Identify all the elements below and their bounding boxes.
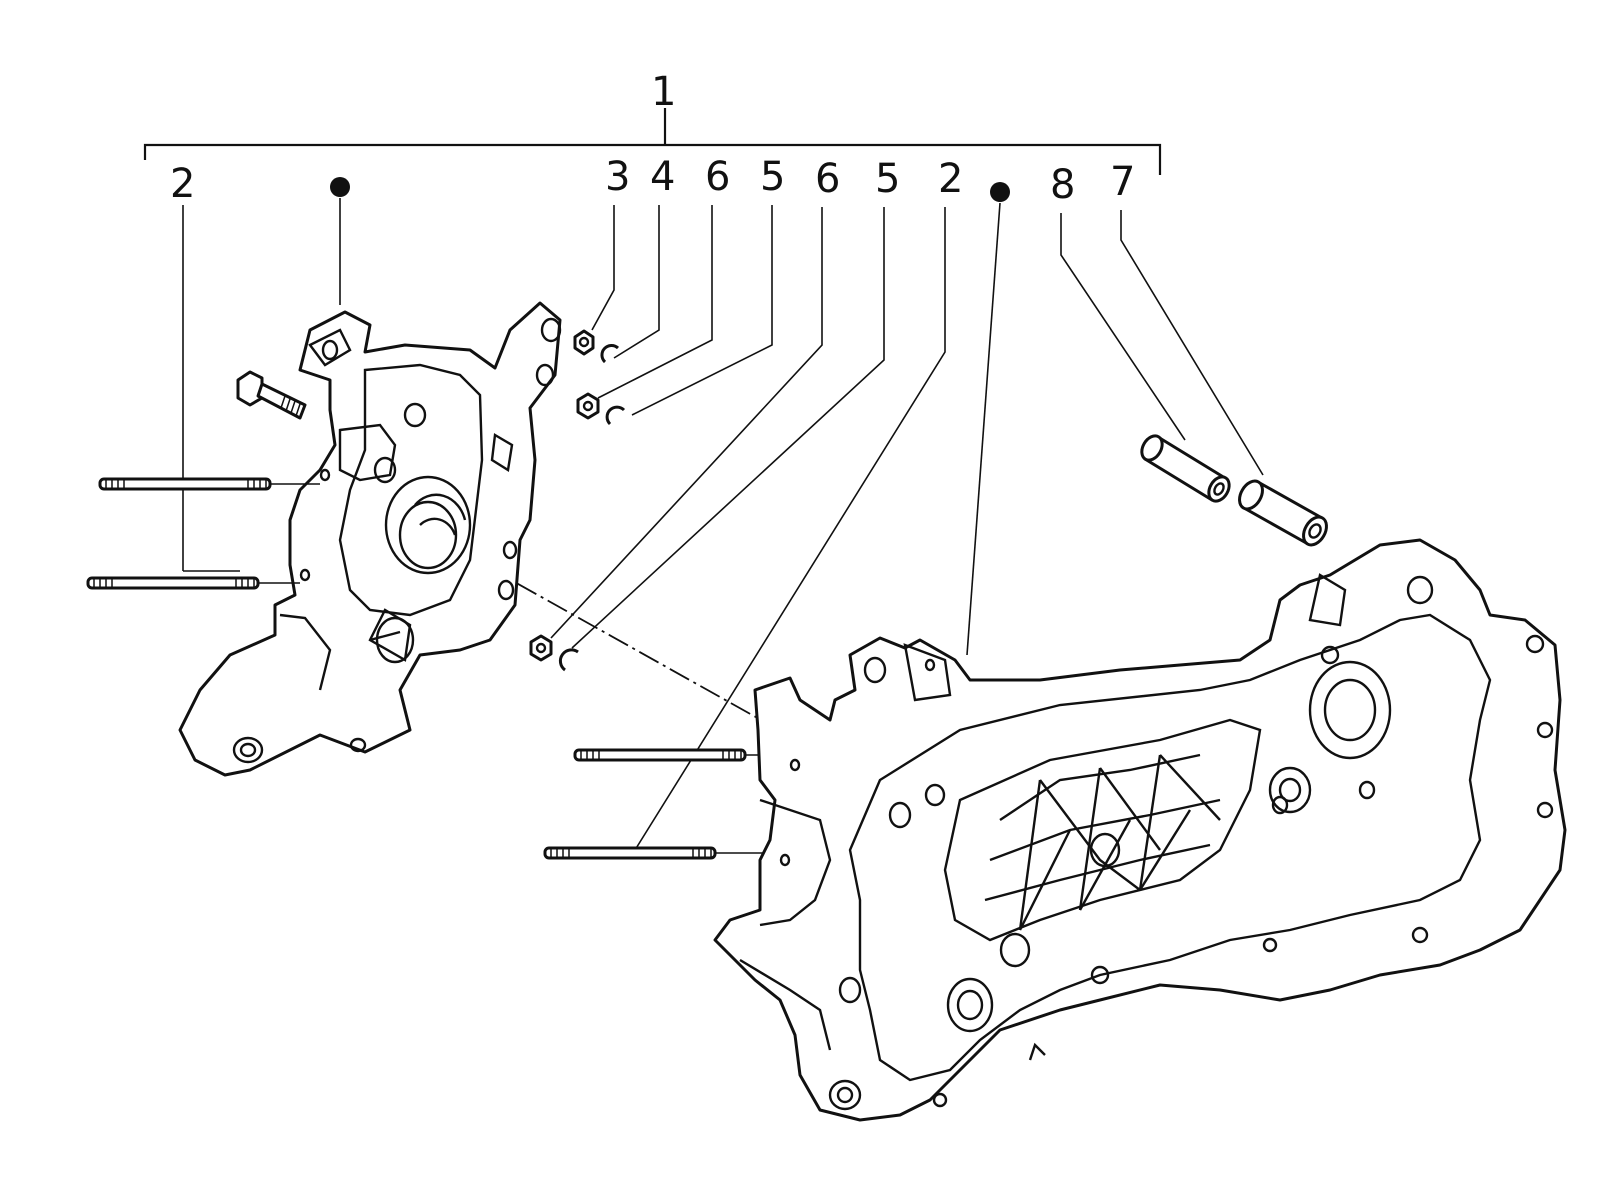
callout-7: 7 [1110,159,1135,205]
right-stud-upper [573,748,790,762]
retaining-clip-5-a [605,405,626,426]
callout-2-right: 2 [938,156,963,202]
callout-2-left: 2 [170,161,195,207]
hex-nut-3 [573,329,595,356]
callout-5-b: 5 [875,156,900,202]
hex-bolt [236,370,307,420]
left-stud-upper [98,477,320,491]
callout-6-a: 6 [705,154,730,200]
callout-6-b: 6 [815,156,840,202]
callout-3: 3 [605,154,630,200]
bushing-8 [1140,434,1231,503]
hex-nut-6-b [529,634,553,662]
left-half-bullet-marker [330,177,350,197]
left-stud-lower [86,576,300,590]
right-half-bullet-marker [990,182,1010,202]
left-crankcase-half [178,301,562,777]
assembly-bracket [143,108,1162,175]
leader-lines [182,198,1264,851]
hex-nut-6-a [576,392,600,420]
bushing-7 [1238,479,1328,547]
callout-8: 8 [1050,162,1075,208]
callout-5-a: 5 [760,154,785,200]
retaining-clip-5-b [558,648,579,672]
right-crankcase-half [713,538,1567,1122]
callout-4: 4 [650,154,675,200]
right-stud-lower [543,846,775,860]
callout-1: 1 [651,69,676,115]
retaining-clip-4 [600,343,620,364]
callout-labels: 1 2 3 4 6 5 6 5 2 8 7 [170,69,1135,208]
